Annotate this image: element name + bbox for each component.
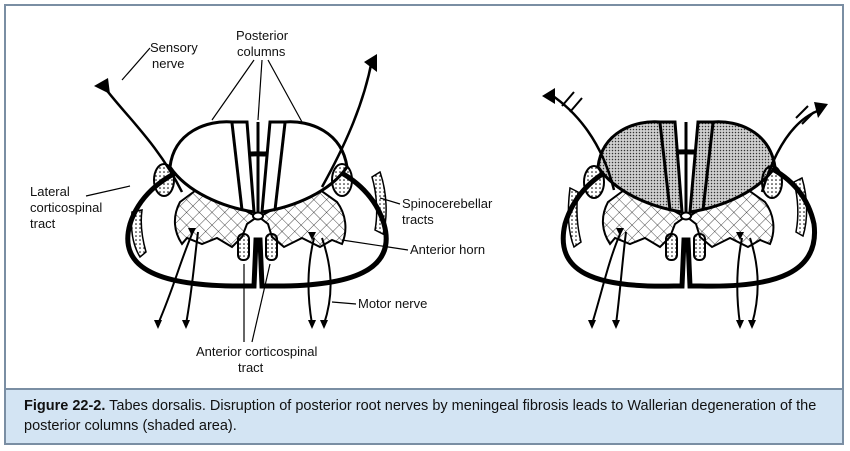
figure-illustration: Sensory nerve Posterior columns Lateral … — [6, 6, 842, 388]
right-spinocerebellar-tract-right — [794, 178, 807, 236]
figure-frame: Sensory nerve Posterior columns Lateral … — [4, 4, 844, 445]
label-posterior-columns-line1: Posterior — [236, 28, 289, 43]
left-lateral-corticospinal-tract-right — [332, 164, 352, 196]
label-lateral-corticospinal-line3: tract — [30, 216, 56, 231]
right-anterior-corticospinal-tract-right — [694, 234, 705, 260]
figure-caption: Figure 22-2. Tabes dorsalis. Disruption … — [6, 388, 842, 443]
left-central-canal — [253, 213, 263, 220]
label-spinocerebellar-line2: tracts — [402, 212, 434, 227]
label-motor-nerve: Motor nerve — [358, 296, 427, 311]
right-central-canal — [681, 213, 691, 220]
left-anterior-corticospinal-tract-right — [266, 234, 277, 260]
label-posterior-columns-line2: columns — [237, 44, 286, 59]
figure-number: Figure 22-2. — [24, 398, 105, 414]
label-anterior-horn: Anterior horn — [410, 242, 485, 257]
left-spinocerebellar-tract-left — [131, 210, 146, 257]
left-lateral-corticospinal-tract-left — [154, 164, 174, 196]
label-lateral-corticospinal-line1: Lateral — [30, 184, 70, 199]
normal-spinal-cord-section — [94, 54, 386, 329]
tabes-spinal-cord-section — [542, 88, 828, 329]
right-sensory-nerve-left-break — [562, 92, 582, 112]
label-spinocerebellar-line1: Spinocerebellar — [402, 196, 493, 211]
right-sensory-nerve-right-break — [796, 106, 814, 124]
label-sensory-nerve-line2: nerve — [152, 56, 185, 71]
caption-text: Tabes dorsalis. Disruption of posterior … — [24, 398, 816, 434]
right-lateral-corticospinal-tract-left — [584, 166, 604, 198]
label-sensory-nerve-line1: Sensory — [150, 40, 198, 55]
label-anterior-corticospinal-line2: tract — [238, 360, 264, 375]
label-lateral-corticospinal-line2: corticospinal — [30, 200, 102, 215]
left-anterior-corticospinal-tract-left — [238, 234, 249, 260]
label-anterior-corticospinal-line1: Anterior corticospinal — [196, 344, 317, 359]
right-anterior-corticospinal-tract-left — [666, 234, 677, 260]
